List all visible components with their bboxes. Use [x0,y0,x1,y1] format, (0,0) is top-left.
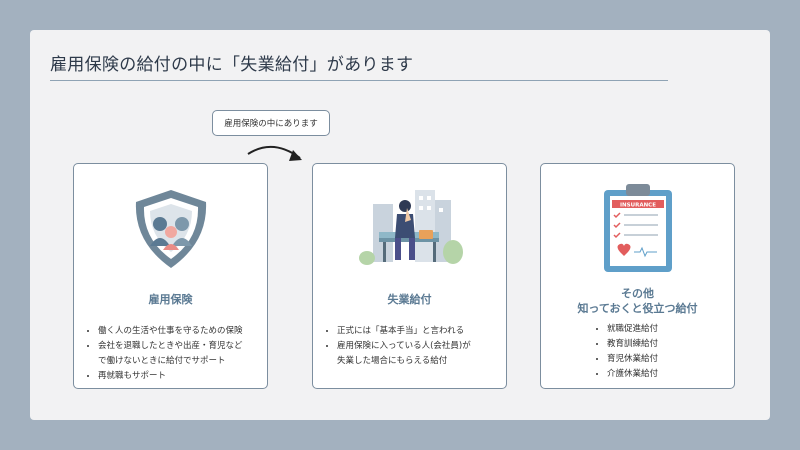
list-item: 就職促進給付 [607,322,658,337]
card-title: その他 知っておくと役立つ給付 [541,286,734,316]
card-title-line-1: その他 [621,287,654,300]
title-divider [50,80,668,81]
card-other-benefits: INSURANCE その他 知っておくと役立つ給付 就職促進給付 教育訓練給付 … [540,163,735,389]
card-unemployment-benefit: 失業給付 正式には「基本手当」と言われる 雇用保険に入っている人(会社員)が 失… [312,163,507,389]
card-title: 失業給付 [387,293,432,306]
bullet-list: 就職促進給付 教育訓練給付 育児休業給付 介護休業給付 [593,322,658,382]
list-item: 再就職もサポート [98,369,243,384]
bullet-list: 働く人の生活や仕事を守るための保険 会社を退職したときや出産・育児など で働けな… [84,324,243,384]
list-item: 介護休業給付 [607,367,658,382]
unemployed-person-bench-icon [358,190,463,265]
card-title: 雇用保険 [148,293,193,306]
clipboard-label: INSURANCE [620,203,656,209]
curved-arrow-icon [247,146,302,161]
card-employment-insurance: 雇用保険 働く人の生活や仕事を守るための保険 会社を退職したときや出産・育児など… [73,163,268,389]
bullet-list: 正式には「基本手当」と言われる 雇用保険に入っている人(会社員)が 失業した場合… [323,324,471,369]
slide: 雇用保険の給付の中に「失業給付」があります 雇用保険の中にあります 雇用保険 働… [30,30,770,420]
insurance-clipboard-icon: INSURANCE [603,184,672,272]
list-item: 会社を退職したときや出産・育児など [98,339,243,354]
list-item: で働けないときに給付でサポート [98,356,226,366]
list-item: 育児休業給付 [607,352,658,367]
callout-box: 雇用保険の中にあります [212,110,330,136]
list-item: 雇用保険に入っている人(会社員)が [337,339,471,354]
slide-title: 雇用保険の給付の中に「失業給付」があります [50,55,414,75]
shield-family-icon [135,190,206,268]
list-item: 失業した場合にもらえる給付 [337,356,448,366]
list-item: 正式には「基本手当」と言われる [337,324,471,339]
list-item: 働く人の生活や仕事を守るための保険 [98,324,243,339]
list-item: 教育訓練給付 [607,337,658,352]
card-title-line-2: 知っておくと役立つ給付 [577,302,698,315]
